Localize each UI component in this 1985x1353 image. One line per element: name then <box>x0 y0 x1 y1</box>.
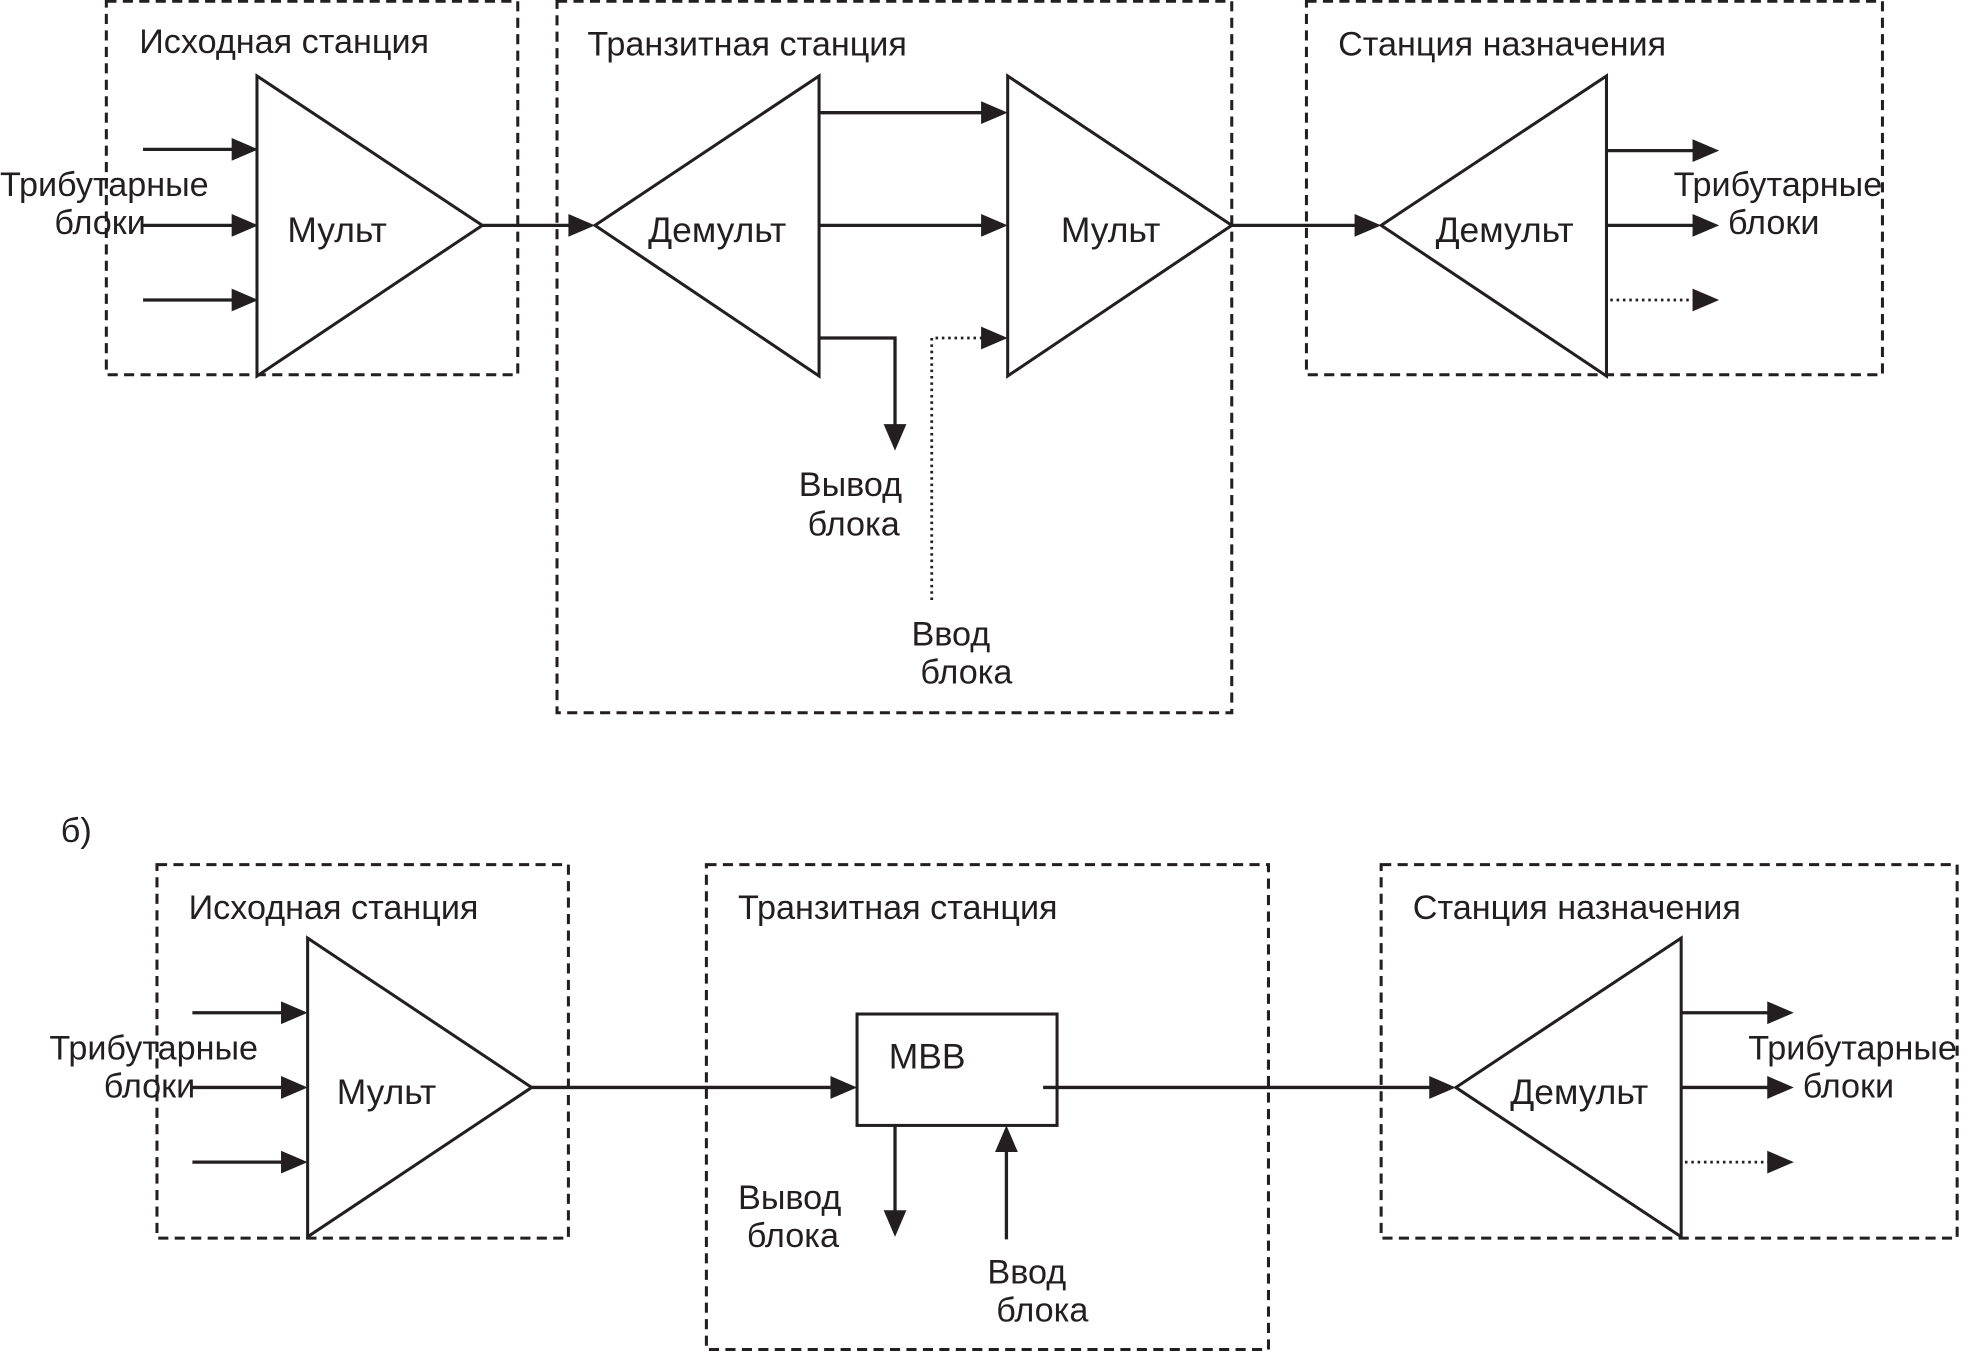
b-source-tributaries-label: Трибутарные блоки <box>49 1030 267 1106</box>
a-transit-demux-label: Демульт <box>648 210 786 250</box>
b-source-tributary-arrows <box>192 1001 308 1174</box>
a-transit-mux-triangle <box>1006 73 1235 379</box>
b-destination-tributary-arrows <box>1681 1001 1794 1174</box>
a-source-mux-label: Мульт <box>287 210 386 250</box>
diagram-a: Исходная станция Транзитная станция Стан… <box>0 0 1892 715</box>
a-destination-tributary-arrows <box>1606 139 1720 312</box>
a-add-label: Ввод блока <box>911 616 1012 692</box>
a-source-station-box <box>104 0 520 377</box>
b-add-label: Ввод блока <box>987 1254 1088 1330</box>
b-panel-label: б) <box>61 812 92 850</box>
a-source-tributary-arrows <box>143 137 259 312</box>
a-destination-station-title: Станция назначения <box>1338 26 1666 64</box>
a-destination-demux-label: Демульт <box>1436 210 1574 250</box>
b-destination-tributaries-label: Трибутарные блоки <box>1748 1030 1966 1106</box>
a-destination-tributaries-label: Трибутарные блоки <box>1674 166 1892 242</box>
b-destination-demux-label: Демульт <box>1510 1072 1648 1112</box>
b-transit-station-title: Транзитная станция <box>738 889 1058 927</box>
a-transit-station-box <box>555 0 1234 715</box>
b-destination-station-title: Станция назначения <box>1413 889 1741 927</box>
a-add-line <box>930 336 990 601</box>
a-source-mux-triangle <box>255 73 486 379</box>
a-source-station-title: Исходная станция <box>139 23 429 61</box>
b-add-arrowhead <box>995 1125 1018 1153</box>
a-drop-label: Вывод блока <box>799 466 912 543</box>
b-mvv-box <box>855 1012 1059 1127</box>
b-source-mux-triangle <box>306 935 535 1240</box>
b-mvv-label: MBB <box>889 1036 966 1076</box>
b-drop-arrowhead <box>883 1210 907 1237</box>
b-source-station-box <box>155 863 570 1240</box>
b-source-station-title: Исходная станция <box>189 889 479 927</box>
a-drop-line <box>819 336 897 431</box>
a-transit-mux-label: Мульт <box>1061 210 1160 250</box>
a-link-source-transit-arrowhead <box>568 213 595 237</box>
b-link-source-mvv-arrowhead <box>830 1076 858 1099</box>
a-transit-station-title: Транзитная станция <box>587 26 907 64</box>
a-link-transit-destination-arrowhead <box>1354 213 1382 237</box>
a-destination-station-box <box>1304 0 1884 377</box>
a-drop-arrowhead <box>883 424 907 451</box>
a-source-tributaries-label: Трибутарные блоки <box>0 166 218 242</box>
a-transit-internal-arrows <box>819 101 1008 237</box>
b-source-mux-label: Мульт <box>337 1072 436 1112</box>
b-destination-station-box <box>1379 863 1959 1240</box>
b-transit-station-box <box>704 863 1270 1352</box>
b-link-mvv-destination-arrowhead <box>1429 1076 1456 1099</box>
a-add-arrowhead <box>981 326 1008 350</box>
b-drop-label: Вывод блока <box>738 1179 851 1255</box>
diagram-b: б) Исходная станция Транзитная станция С… <box>49 812 1966 1352</box>
